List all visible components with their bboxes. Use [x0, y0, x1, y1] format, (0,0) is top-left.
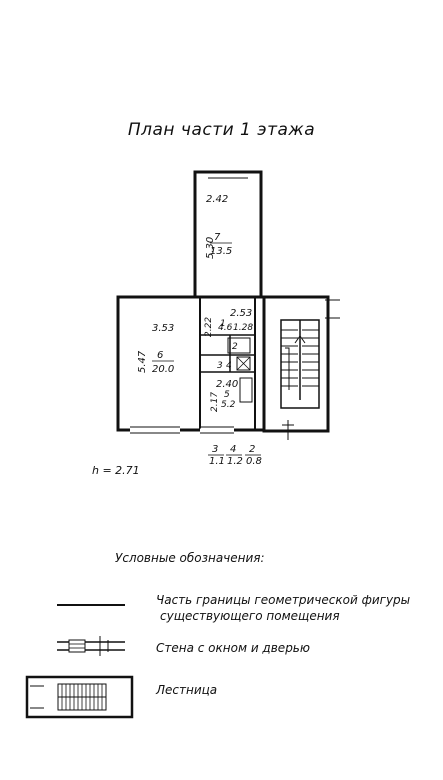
legend-item-boundary-line2: существующего помещения [160, 609, 340, 623]
room-3-number: 3 [217, 361, 223, 371]
legend-heading: Условные обозначения: [115, 551, 265, 565]
staircase [262, 295, 340, 440]
room-1-extra: 1.28 [233, 323, 253, 333]
room-7-area: 13.5 [210, 246, 232, 257]
legend-wall-symbol [57, 636, 125, 656]
plan-title: План части 1 этажа [127, 120, 316, 140]
legend-item-boundary: Часть границы геометрической фигуры суще… [156, 592, 410, 624]
room-7-length: 5.30 [205, 237, 216, 259]
room-5-number: 5 [224, 390, 230, 400]
room-7-width: 2.42 [206, 194, 228, 205]
footnote-4-number: 4 [230, 444, 236, 455]
room-5-area: 5.2 [221, 400, 236, 410]
room-1-area: 4.6 [218, 323, 233, 333]
room-4-number: 4 [226, 361, 232, 371]
room-6-length: 5.47 [137, 350, 148, 373]
room-5-length: 2.17 [210, 392, 220, 412]
room-6-number: 6 [157, 350, 163, 361]
room-1-length: 2.22 [204, 317, 214, 337]
legend-item-stairs: Лестница [156, 683, 218, 697]
ceiling-height-note: h = 2.71 [92, 464, 140, 477]
room-1-width: 2.53 [230, 308, 252, 319]
footnote-2-area: 0.8 [246, 456, 262, 467]
walls [116, 170, 266, 434]
legend-item-boundary-line1: Часть границы геометрической фигуры [156, 593, 411, 607]
legend-symbols [25, 604, 134, 719]
footnote-3-area: 1.1 [209, 456, 225, 467]
legend-stairs-symbol [25, 675, 134, 719]
room-7-walls [193, 170, 263, 299]
room-5-width: 2.40 [216, 379, 238, 390]
stair-treads [281, 329, 319, 387]
room-6-area: 20.0 [152, 364, 174, 375]
footnote-areas: 3 1.1 4 1.2 2 0.8 [208, 444, 262, 467]
room-7-number: 7 [214, 232, 221, 243]
dimension-labels: 2.42 7 13.5 5.30 3.53 6 20.0 5.47 2.53 1… [137, 194, 253, 412]
room-1-number: 1 [220, 319, 226, 329]
footnote-4-area: 1.2 [227, 456, 243, 467]
footnote-2-number: 2 [249, 444, 255, 455]
room-6-width: 3.53 [152, 323, 174, 334]
room-2-number: 2 [232, 342, 238, 352]
legend-item-wall: Стена с окном и дверью [156, 641, 310, 655]
footnote-3-number: 3 [212, 444, 218, 455]
